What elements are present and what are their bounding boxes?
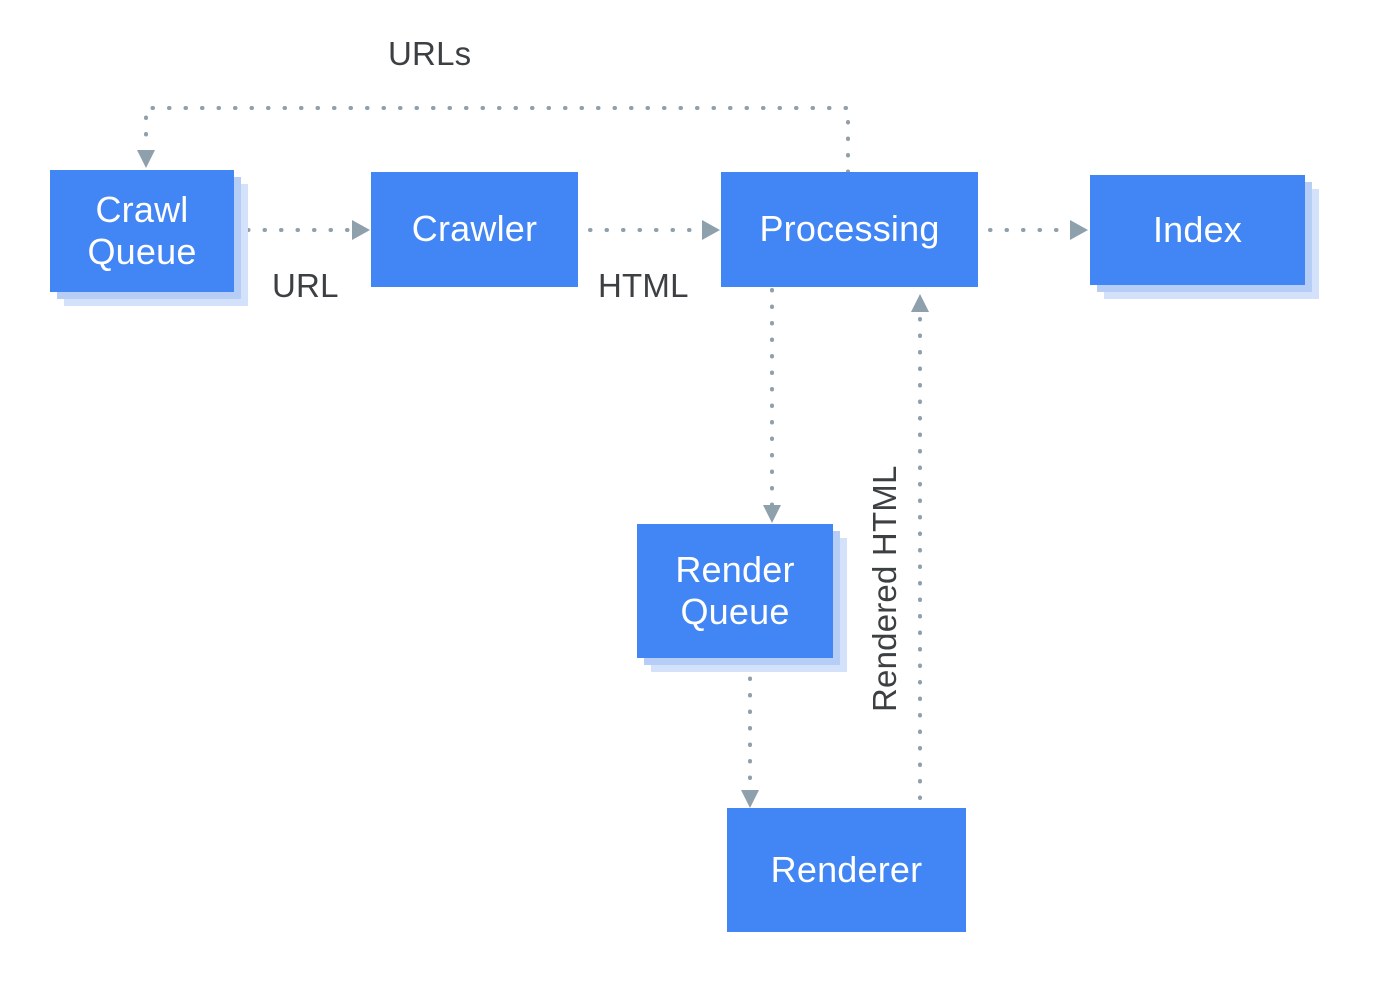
edge-label-html: HTML [598,267,689,304]
node-index-label: Index [1152,208,1243,250]
edge-label-rendered-html: Rendered HTML [866,465,903,712]
node-crawler-label: Crawler [411,208,538,250]
edge-to-render-queue [763,288,781,523]
edge-to-renderer [741,660,759,808]
node-crawl-queue[interactable]: Crawl Queue [50,170,234,292]
edge-url [246,220,370,240]
edge-to-index [988,220,1088,240]
node-renderer-label: Renderer [770,848,923,890]
node-render-queue[interactable]: Render Queue [637,524,833,658]
node-render-queue-label: Render Queue [675,548,795,632]
edge-html [588,220,720,240]
edge-urls [137,106,850,174]
node-index[interactable]: Index [1090,175,1305,285]
node-renderer[interactable]: Renderer [727,808,966,932]
node-processing-label: Processing [759,208,940,250]
node-processing[interactable]: Processing [721,172,978,287]
edge-rendered-html [911,294,929,932]
edge-label-url: URL [272,267,339,304]
edge-label-urls: URLs [388,35,472,72]
node-crawler[interactable]: Crawler [371,172,578,287]
node-crawl-queue-label: Crawl Queue [87,188,197,272]
